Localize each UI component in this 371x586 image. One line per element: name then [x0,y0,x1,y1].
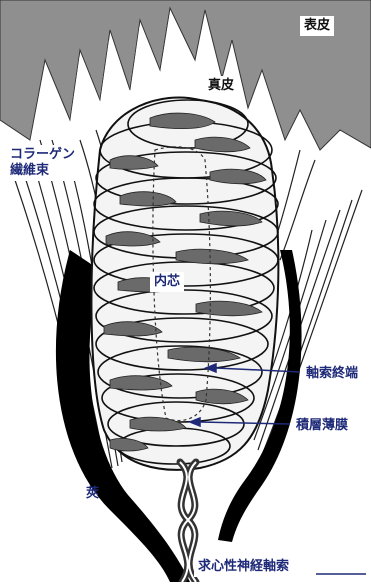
label-inner-core: 内芯 [150,272,184,292]
label-lamellae: 積層薄膜 [292,416,352,436]
label-afferent-axon: 求心性神経軸索 [194,557,293,577]
label-epidermis: 表皮 [300,16,334,36]
label-collagen-bundle: コラーゲン 繊維束 [6,145,79,181]
label-capsule: 莢 [86,486,99,502]
label-axon-terminal: 軸索終端 [302,364,362,384]
label-dermis: 真皮 [204,76,238,96]
